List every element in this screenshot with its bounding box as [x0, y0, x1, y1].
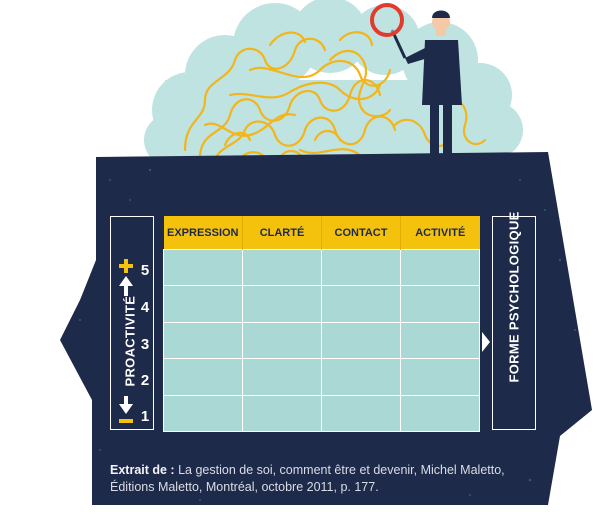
proactivity-label: PROACTIVITÉ — [122, 295, 138, 387]
table-row — [163, 321, 480, 360]
speckles — [78, 168, 576, 501]
header-contact: CONTACT — [321, 216, 401, 250]
psychological-form-label: FORME PSYCHOLOGIQUE — [506, 211, 522, 383]
header-activite: ACTIVITÉ — [400, 216, 480, 250]
thought-cloud — [144, 0, 523, 166]
source-caption: Extrait de : La gestion de soi, comment … — [110, 462, 540, 496]
table-row — [163, 394, 480, 433]
up-arrow-icon — [119, 276, 133, 296]
header-expression: EXPRESSION — [163, 216, 243, 250]
plus-sign-icon — [119, 259, 133, 273]
level-2: 2 — [140, 372, 150, 389]
down-arrow-icon — [119, 396, 133, 414]
magnifying-glass-icon — [370, 3, 407, 59]
right-arrow-icon — [482, 332, 490, 352]
level-1: 1 — [140, 408, 150, 425]
caption-text: La gestion de soi, comment être et deven… — [110, 463, 505, 494]
table-row — [163, 285, 480, 323]
level-3: 3 — [140, 336, 150, 353]
table-row — [163, 248, 480, 287]
level-5: 5 — [140, 262, 150, 279]
proactivity-frame — [110, 216, 154, 430]
header-clarte: CLARTÉ — [242, 216, 322, 250]
man-figure — [405, 10, 462, 159]
caption-prefix: Extrait de : — [110, 463, 175, 477]
minus-sign-icon — [119, 419, 133, 423]
psychological-form-frame — [492, 216, 536, 430]
table-row — [163, 358, 480, 396]
evaluation-table: EXPRESSION CLARTÉ CONTACT ACTIVITÉ — [163, 216, 480, 433]
level-4: 4 — [140, 299, 150, 316]
